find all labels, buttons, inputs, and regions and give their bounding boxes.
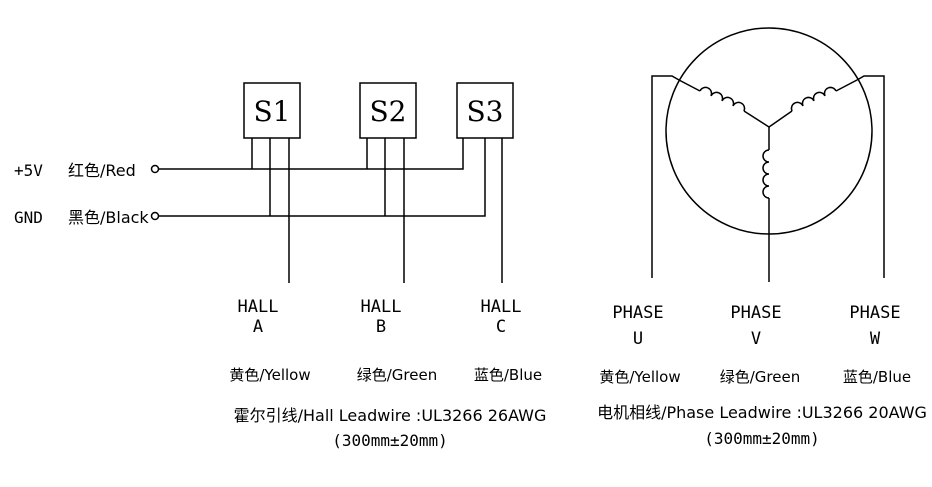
hall-b-letter: B — [376, 317, 386, 337]
phase-u-color: 黄色/Yellow — [599, 368, 680, 386]
phase-u-name: PHASE — [612, 303, 663, 323]
phase-w-letter: W — [870, 329, 881, 349]
hall-c-letter: C — [496, 317, 506, 337]
hall-leadwire-spec: 霍尔引线/Hall Leadwire :UL3266 26AWG — [234, 406, 547, 425]
phase-v-color: 绿色/Green — [720, 368, 800, 386]
hall-a-color: 黄色/Yellow — [229, 366, 310, 384]
supply-voltage-label: +5V — [14, 161, 43, 180]
winding-w-coil — [790, 86, 837, 112]
hall-a-name: HALL — [238, 297, 279, 317]
hall-sensor-section: S1 S2 S3 +5V 红色/Red GND 黑色/Black HALL A … — [14, 82, 547, 450]
sensor-label-s2: S2 — [370, 95, 407, 128]
phase-v-name: PHASE — [730, 303, 781, 323]
phase-leadwire-length: (300mm±20mm) — [704, 429, 820, 448]
phase-u-letter: U — [633, 329, 643, 349]
winding-v-coil — [762, 149, 770, 199]
ground-color-label: 黑色/Black — [68, 208, 149, 227]
supply-color-label: 红色/Red — [68, 161, 136, 180]
phase-w-name: PHASE — [849, 303, 900, 323]
rail-5v — [159, 138, 464, 170]
terminal-gnd — [150, 211, 160, 221]
sensor-box-s1 — [243, 82, 301, 139]
phase-leadwire-spec: 电机相线/Phase Leadwire :UL3266 20AWG — [597, 403, 927, 422]
ground-label: GND — [14, 208, 43, 227]
rail-gnd — [159, 138, 486, 217]
star-winding — [678, 79, 858, 282]
phase-wire-u — [651, 75, 680, 278]
hall-c-color: 蓝色/Blue — [474, 366, 542, 384]
hall-a-letter: A — [253, 317, 263, 337]
phase-v-letter: V — [751, 329, 761, 349]
hall-b-color: 绿色/Green — [357, 366, 437, 384]
winding-u-coil — [699, 86, 746, 112]
sensor-label-s3: S3 — [467, 95, 504, 128]
hall-c-name: HALL — [481, 297, 522, 317]
motor-phase-section: PHASE U 黄色/Yellow PHASE V 绿色/Green PHASE… — [597, 27, 927, 448]
sensor-box-s2 — [359, 82, 417, 139]
sensor-label-s1: S1 — [254, 95, 291, 128]
phase-wire-w — [856, 75, 885, 278]
hall-leadwire-length: (300mm±20mm) — [332, 431, 448, 450]
phase-w-color: 蓝色/Blue — [843, 368, 911, 386]
hall-b-name: HALL — [361, 297, 402, 317]
terminal-5v — [150, 164, 160, 174]
